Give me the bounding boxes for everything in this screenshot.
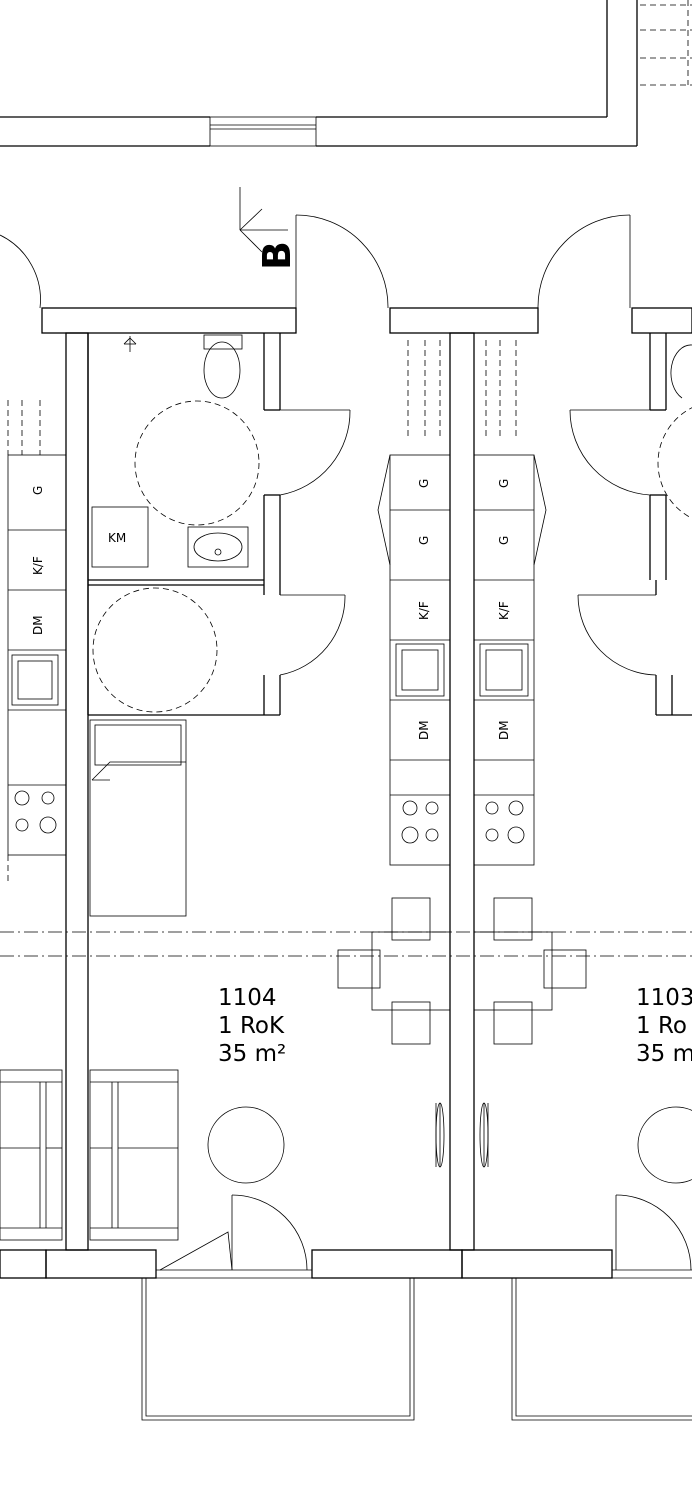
balcony-1103 bbox=[511, 1278, 692, 1421]
sofa-left bbox=[0, 1069, 63, 1241]
unit-type: 1 RoK bbox=[218, 1013, 285, 1039]
lower-wall bbox=[0, 1194, 692, 1279]
unit-area: 35 m² bbox=[218, 1041, 286, 1067]
label-g: G bbox=[497, 536, 511, 545]
unit-number: 1104 bbox=[218, 985, 277, 1011]
label-kf: K/F bbox=[417, 601, 431, 620]
label-g: G bbox=[31, 486, 45, 495]
partition-walls bbox=[65, 332, 475, 1251]
label-g: G bbox=[497, 479, 511, 488]
label-kf: K/F bbox=[497, 601, 511, 620]
dining-set-1104 bbox=[337, 897, 451, 1045]
kitchen-left: G K/F DM bbox=[7, 400, 67, 885]
balcony-1104 bbox=[141, 1278, 415, 1421]
bathroom-1103-partial bbox=[569, 333, 692, 716]
label-g: G bbox=[417, 536, 431, 545]
kitchen-center: G G K/F DM G G K/F DM bbox=[377, 340, 547, 866]
top-building bbox=[0, 0, 692, 147]
section-label: B bbox=[255, 241, 299, 270]
label-dm: DM bbox=[497, 720, 511, 740]
section-marker: B bbox=[239, 187, 299, 270]
unit-number: 1103 bbox=[636, 985, 692, 1011]
room-label-1103: 1103 1 Ro 35 m bbox=[636, 985, 692, 1067]
unit-area: 35 m bbox=[636, 1041, 692, 1067]
wall-fixtures bbox=[435, 1102, 489, 1168]
dining-set-1103 bbox=[473, 897, 587, 1045]
room-label-1104: 1104 1 RoK 35 m² bbox=[218, 985, 286, 1067]
sofa-1104 bbox=[89, 1069, 179, 1241]
centerlines bbox=[0, 931, 692, 957]
label-g: G bbox=[417, 479, 431, 488]
label-kf: K/F bbox=[31, 556, 45, 575]
bathroom-1104: KM bbox=[87, 333, 351, 581]
bed-1104 bbox=[89, 719, 187, 917]
washing-machine-label: KM bbox=[108, 531, 126, 545]
entry-doors bbox=[0, 214, 631, 309]
hall-area-1104 bbox=[87, 580, 346, 716]
label-dm: DM bbox=[31, 615, 45, 635]
coffee-tables bbox=[207, 1106, 692, 1184]
upper-wall bbox=[41, 307, 692, 334]
label-dm: DM bbox=[417, 720, 431, 740]
unit-type: 1 Ro bbox=[636, 1013, 687, 1039]
